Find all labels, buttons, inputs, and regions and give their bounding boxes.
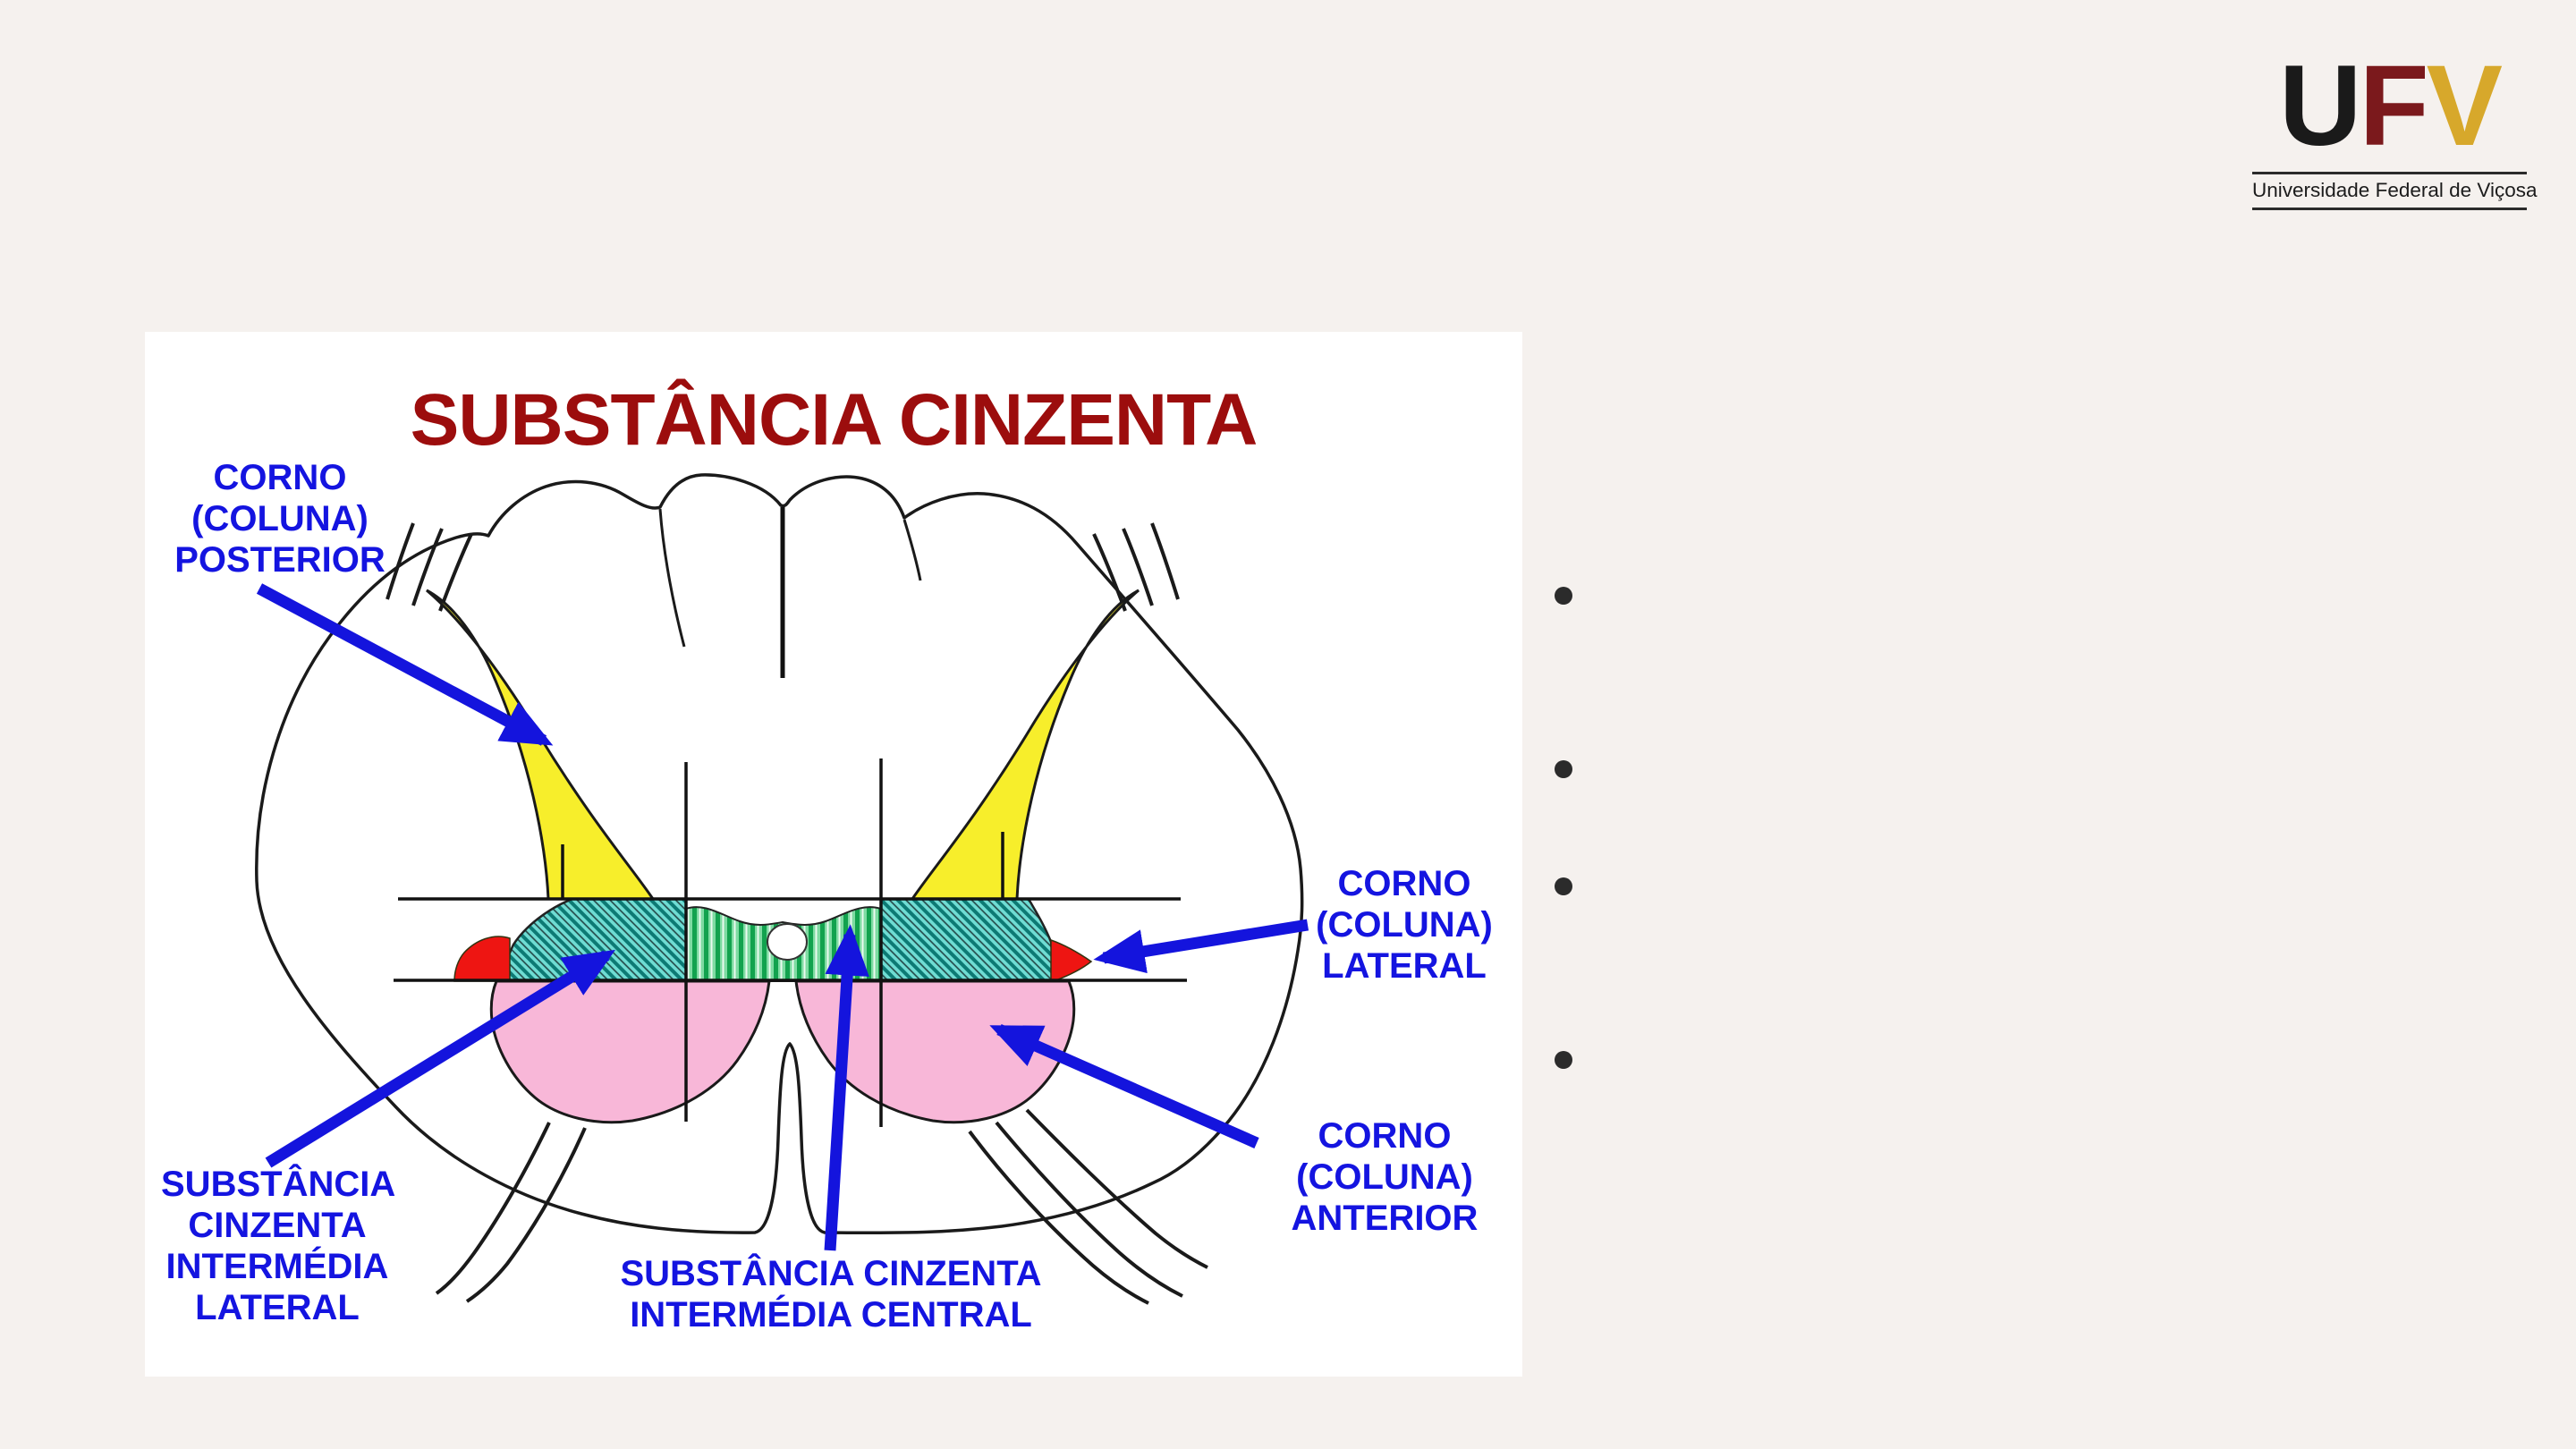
- label-line: (COLUNA): [1296, 1157, 1473, 1197]
- bullet-point-2: [1555, 760, 1572, 778]
- lateral-horn-left: [453, 936, 511, 982]
- label-line: CINZENTA: [188, 1206, 367, 1245]
- diagram-panel: SUBSTÂNCIA CINZENTA CORNO (COLUNA) POSTE…: [145, 332, 1522, 1377]
- bullet-point-3: [1555, 877, 1572, 895]
- ventral-rootlets-right: [968, 1108, 1208, 1305]
- label-corno-anterior: CORNO (COLUNA) ANTERIOR: [1268, 1115, 1501, 1239]
- dorsal-column-edge-right: [902, 519, 922, 581]
- label-line: CORNO: [1337, 864, 1471, 903]
- label-line: SUBSTÂNCIA CINZENTA: [620, 1254, 1042, 1293]
- arrow-posterior-horn: [256, 583, 554, 746]
- spinal-cord-figure: [255, 473, 1309, 1305]
- pointer-arrows: [256, 583, 1309, 1251]
- intermediate-zone-right: [879, 897, 1055, 982]
- arrow-intermedia-central: [824, 924, 869, 1251]
- label-line: INTERMÉDIA: [165, 1247, 389, 1286]
- page-title: SUBSTÂNCIA CINZENTA: [410, 379, 1258, 461]
- arrow-lateral-horn: [1093, 919, 1309, 974]
- central-canal: [767, 923, 808, 961]
- label-corno-posterior: CORNO (COLUNA) POSTERIOR: [164, 457, 396, 580]
- posterior-horn-right: [910, 589, 1140, 901]
- label-line: (COLUNA): [191, 499, 369, 538]
- label-line: CORNO: [1318, 1116, 1452, 1156]
- bullet-point-1: [1555, 587, 1572, 605]
- ufv-letter-v: V: [2426, 42, 2503, 170]
- label-line: LATERAL: [1322, 946, 1487, 986]
- ufv-letter-f: F: [2359, 42, 2428, 170]
- ufv-logo-caption: Universidade Federal de Viçosa: [2252, 172, 2538, 210]
- arrow-anterior-horn: [989, 1024, 1259, 1148]
- ufv-logo: UFV Universidade Federal de Viçosa: [2252, 43, 2538, 210]
- label-substancia-intermedia-central: SUBSTÂNCIA CINZENTA INTERMÉDIA CENTRAL: [607, 1253, 1055, 1335]
- arrow-intermedia-lateral: [265, 949, 615, 1168]
- label-line: INTERMÉDIA CENTRAL: [630, 1295, 1032, 1335]
- ufv-logo-letters: UFV: [2252, 43, 2527, 172]
- label-line: LATERAL: [195, 1288, 360, 1327]
- label-line: (COLUNA): [1316, 905, 1493, 945]
- label-line: SUBSTÂNCIA: [161, 1165, 396, 1204]
- anterior-horn-right: [794, 979, 1076, 1124]
- label-line: CORNO: [213, 458, 347, 497]
- ufv-letter-u: U: [2279, 42, 2361, 170]
- ventral-rootlets-left: [435, 1122, 587, 1303]
- label-substancia-intermedia-lateral: SUBSTÂNCIA CINZENTA INTERMÉDIA LATERAL: [161, 1164, 396, 1328]
- label-line: ANTERIOR: [1291, 1199, 1479, 1238]
- bullet-point-4: [1555, 1051, 1572, 1069]
- label-corno-lateral: CORNO (COLUNA) LATERAL: [1288, 863, 1521, 987]
- dorsal-column-edge-left: [658, 508, 686, 648]
- reference-lines: [394, 758, 1187, 1127]
- label-line: POSTERIOR: [174, 540, 386, 580]
